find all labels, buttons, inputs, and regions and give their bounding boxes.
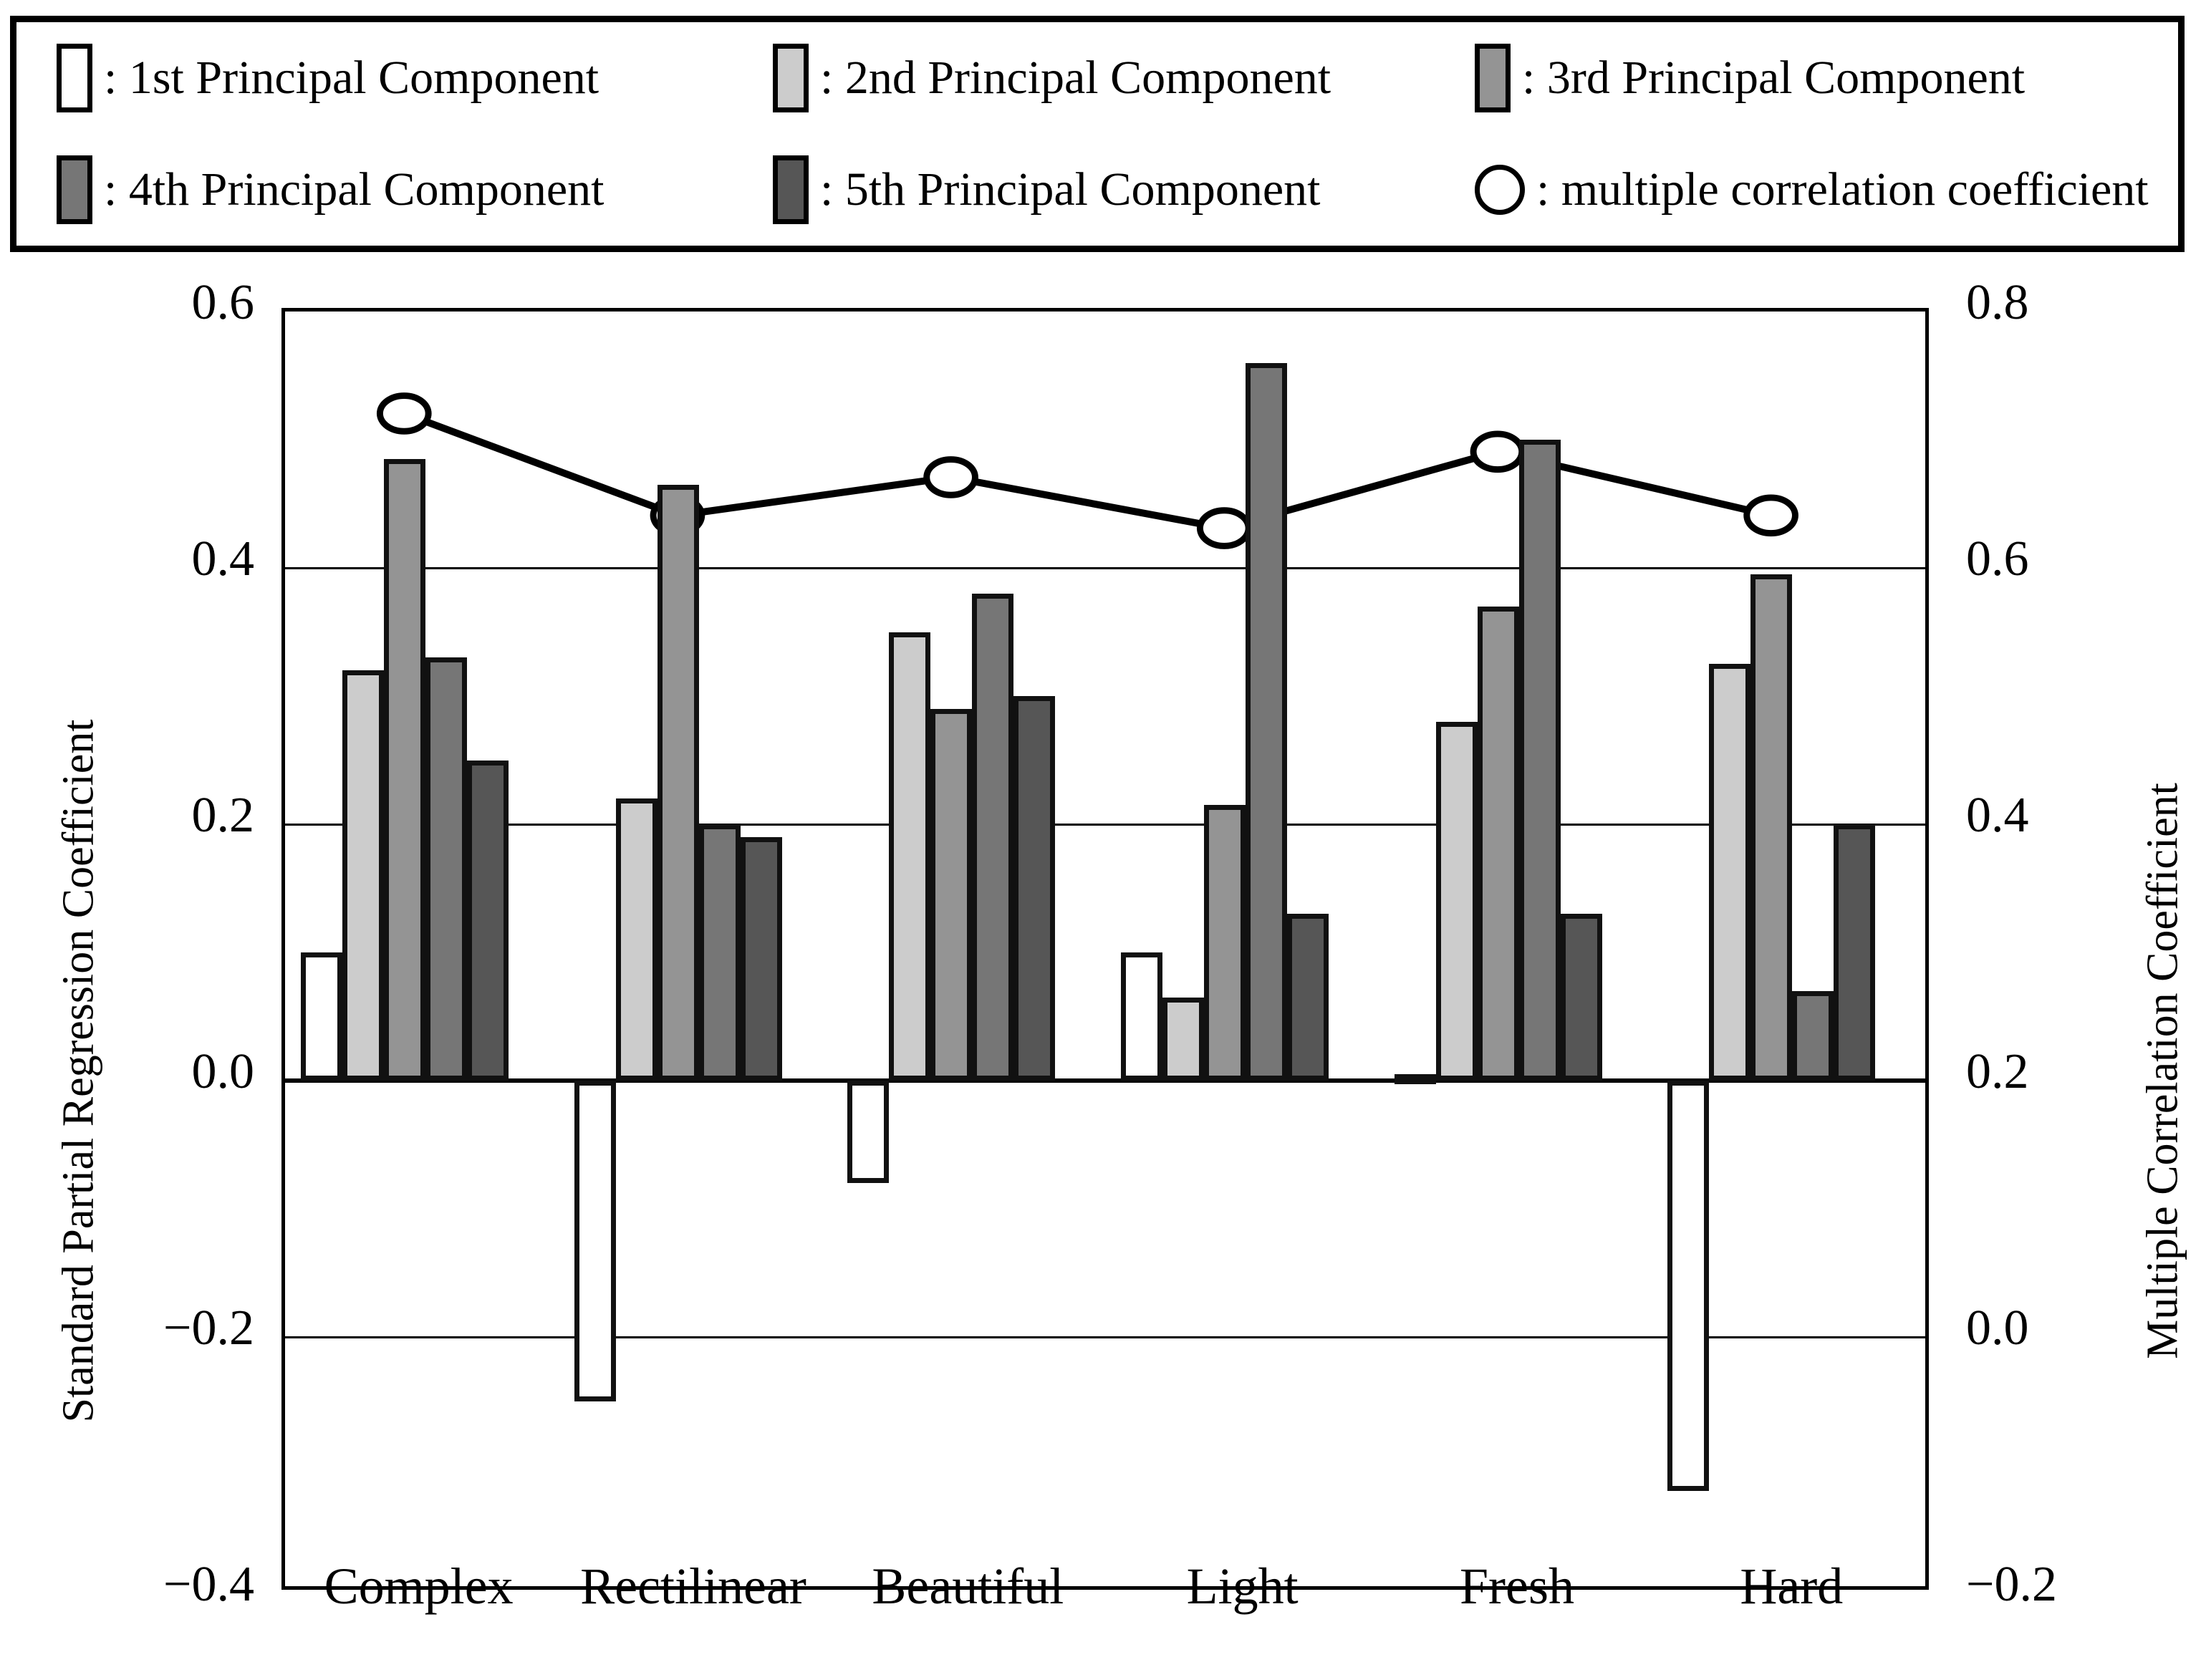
y-tick-label-left: 0.6 [191, 275, 255, 330]
x-tick-label: Beautiful [872, 1558, 1064, 1615]
legend-row-2: : 4th Principal Component : 5th Principa… [16, 134, 2178, 246]
legend-label-pc5: : 5th Principal Component [820, 163, 1321, 216]
x-axis-labels: Complex Rectilinear Beautiful Light Fresh Har… [281, 1540, 1929, 1633]
bar-groups [285, 312, 1925, 1586]
bar-group [1379, 312, 1652, 1586]
bar-3pc [657, 484, 699, 1081]
bar-5pc [1287, 914, 1329, 1081]
bar-2pc [889, 632, 931, 1081]
legend-box: : 1st Principal Component : 2nd Principa… [10, 16, 2185, 252]
legend-item-pc4: : 4th Principal Component [57, 155, 773, 224]
legend-item-correlation: : multiple correlation coefficient [1475, 165, 2149, 215]
correlation-marker [376, 392, 432, 435]
bar-2pc [615, 798, 658, 1081]
bars-container [1105, 312, 1379, 1586]
y-tick-label-left: −0.4 [163, 1557, 254, 1612]
correlation-polyline [403, 410, 1772, 532]
bar-4pc [698, 824, 741, 1081]
bar-5pc [467, 760, 509, 1081]
bar-4pc [425, 657, 467, 1081]
legend-label-pc4: : 4th Principal Component [104, 163, 605, 216]
bar-1pc [1667, 1081, 1710, 1491]
bar-swatch-white-icon [57, 44, 92, 112]
bar-5pc [1013, 696, 1056, 1081]
legend-item-pc2: : 2nd Principal Component [773, 44, 1475, 112]
correlation-marker [1196, 507, 1252, 549]
bars-container [1379, 312, 1652, 1586]
y-tick-label-right: 0.0 [1966, 1300, 2029, 1356]
bars-container [1652, 312, 1925, 1586]
correlation-marker [1470, 430, 1526, 473]
bars-container [559, 312, 832, 1586]
gridline [285, 567, 1925, 569]
legend-label-pc1: : 1st Principal Component [104, 52, 599, 104]
bar-swatch-light-gray-icon [773, 44, 809, 112]
bar-swatch-mid-gray-icon [1475, 44, 1511, 112]
y-tick-label-right: 0.6 [1966, 531, 2029, 586]
gridline [285, 1336, 1925, 1338]
x-tick-label: Hard [1740, 1558, 1844, 1615]
bar-group [1652, 312, 1925, 1586]
legend-label-pc3: : 3rd Principal Component [1522, 52, 2026, 104]
bar-3pc [384, 458, 425, 1081]
bar-3pc [1477, 606, 1519, 1081]
bar-group [559, 312, 832, 1586]
y-tick-label-left: −0.2 [163, 1300, 254, 1356]
x-tick-label: Light [1186, 1558, 1299, 1615]
legend-row-1: : 1st Principal Component : 2nd Principa… [16, 22, 2178, 134]
x-tick-label: Rectilinear [580, 1558, 806, 1615]
bar-2pc [1162, 997, 1205, 1081]
legend-label-pc2: : 2nd Principal Component [820, 52, 1331, 104]
y-tick-label-right: 0.4 [1966, 788, 2029, 843]
y-tick-label-right: 0.2 [1966, 1044, 2029, 1099]
bar-swatch-dark-gray-icon [57, 155, 92, 224]
bar-2pc [1709, 664, 1751, 1081]
bar-3pc [1750, 574, 1793, 1081]
correlation-marker [923, 456, 978, 498]
bar-1pc [574, 1081, 616, 1401]
y-tick-label-right: 0.8 [1966, 275, 2029, 330]
correlation-marker [1743, 494, 1798, 537]
bar-5pc [740, 836, 782, 1081]
y-tick-label-right: −0.2 [1966, 1557, 2057, 1612]
bar-2pc [342, 670, 384, 1081]
bar-4pc [1518, 440, 1561, 1081]
bar-4pc [1792, 990, 1834, 1081]
bar-group [1105, 312, 1379, 1586]
bar-5pc [1834, 824, 1876, 1081]
x-tick-label: Complex [324, 1558, 514, 1615]
zero-line [285, 1078, 1925, 1083]
bar-group [832, 312, 1105, 1586]
bar-1pc [1121, 952, 1163, 1081]
bar-3pc [1204, 805, 1246, 1081]
bar-1pc [301, 952, 342, 1081]
bar-2pc [1435, 721, 1478, 1081]
y-tick-label-left: 0.4 [191, 531, 255, 586]
legend-item-pc5: : 5th Principal Component [773, 155, 1475, 224]
bar-group [285, 312, 559, 1586]
legend-item-pc1: : 1st Principal Component [57, 44, 773, 112]
bar-4pc [972, 593, 1014, 1081]
bar-swatch-darkest-gray-icon [773, 155, 809, 224]
x-tick-label: Fresh [1459, 1558, 1574, 1615]
y-tick-label-left: 0.2 [191, 788, 255, 843]
bar-3pc [930, 708, 973, 1081]
bar-4pc [1246, 362, 1288, 1081]
bars-container [285, 312, 559, 1586]
bar-5pc [1560, 914, 1602, 1081]
bar-1pc [847, 1081, 890, 1184]
bar-1pc [1394, 1074, 1436, 1085]
y-tick-label-left: 0.0 [191, 1044, 255, 1099]
chart-area: Standard Partial Regression Coefficient … [0, 258, 2201, 1680]
gridline [285, 824, 1925, 826]
legend-label-correlation: : multiple correlation coefficient [1536, 163, 2149, 216]
bars-container [832, 312, 1105, 1586]
legend-item-pc3: : 3rd Principal Component [1475, 44, 2025, 112]
plot-area [281, 308, 1929, 1590]
circle-marker-icon [1475, 165, 1525, 215]
